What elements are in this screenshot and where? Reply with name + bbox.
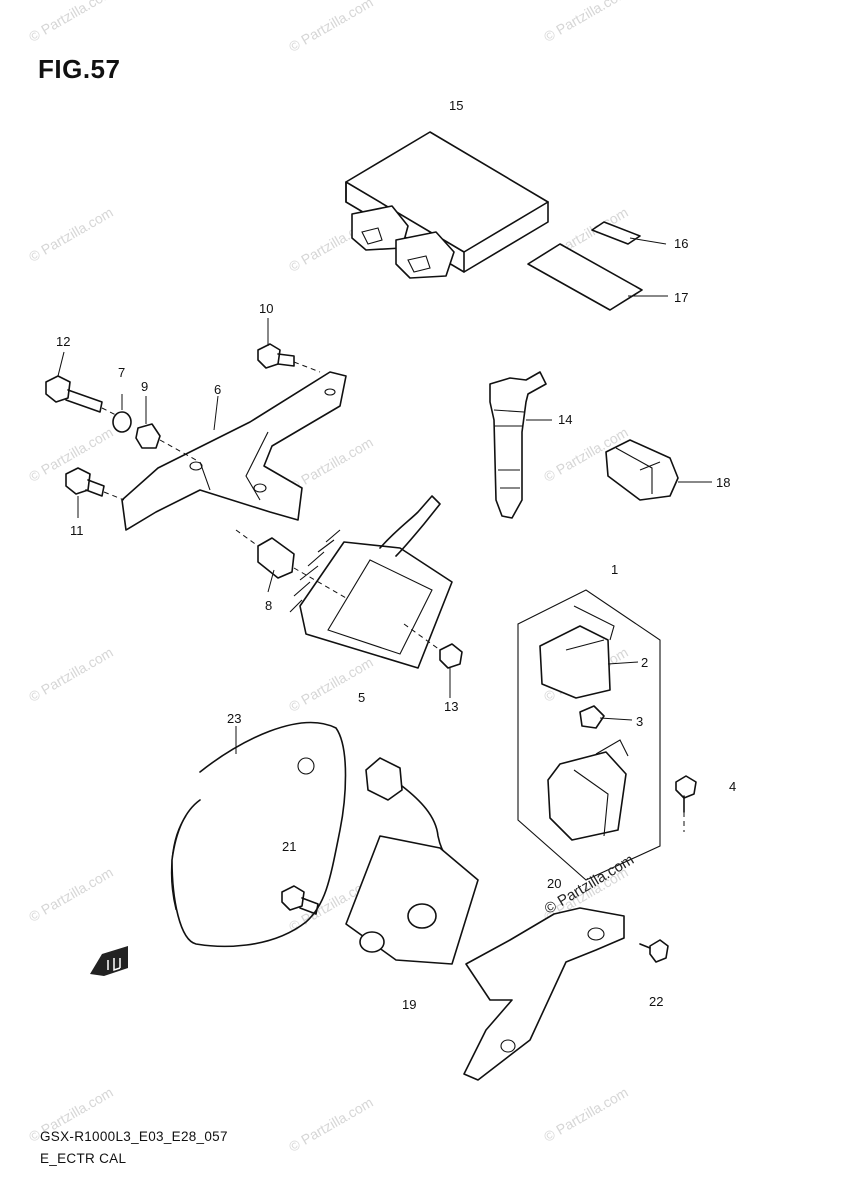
part-connector-harness[interactable] (365, 757, 467, 871)
callout-17: 17 (674, 290, 689, 305)
part-ecm-unit[interactable] (345, 131, 549, 279)
part-bolt-22[interactable] (639, 939, 669, 963)
part-bolt-12[interactable] (45, 375, 123, 419)
callout-10: 10 (259, 301, 274, 316)
callout-13: 13 (444, 699, 459, 714)
callout-19: 19 (402, 997, 417, 1012)
callout-23: 23 (227, 711, 242, 726)
callout-16: 16 (674, 236, 689, 251)
part-sensor-19[interactable] (345, 835, 479, 965)
callout-5: 5 (358, 690, 366, 705)
callout-8: 8 (265, 598, 273, 613)
callout-4: 4 (729, 779, 737, 794)
callout-21: 21 (282, 839, 297, 854)
part-nut-13[interactable] (403, 623, 463, 669)
part-relay-cover-2[interactable] (539, 605, 615, 699)
part-washer-7[interactable] (112, 411, 132, 433)
part-connector-18[interactable] (605, 439, 679, 501)
part-bracket-20[interactable] (463, 907, 625, 1081)
callout-1: 1 (611, 562, 619, 577)
footer-model-code: GSX-R1000L3_E03_E28_057 (40, 1129, 228, 1144)
callout-11: 11 (70, 523, 84, 538)
callout-15: 15 (449, 98, 464, 113)
part-regulator[interactable] (289, 495, 453, 669)
part-collar-9[interactable] (135, 423, 197, 461)
callout-2: 2 (641, 655, 649, 670)
callout-18: 18 (716, 475, 731, 490)
part-label-small[interactable] (591, 221, 641, 245)
callout-14: 14 (558, 412, 573, 427)
callout-22: 22 (649, 994, 664, 1009)
callout-6: 6 (214, 382, 222, 397)
part-spacer-8[interactable] (235, 529, 347, 599)
part-relay-group[interactable] (517, 589, 661, 881)
part-bracket[interactable] (121, 371, 347, 531)
figure-title: FIG.57 (38, 54, 121, 84)
part-cushion-pad[interactable] (527, 243, 643, 311)
callout-7: 7 (118, 365, 126, 380)
callout-3: 3 (636, 714, 644, 729)
part-ignition-coil[interactable] (489, 371, 547, 519)
footer-section: E_ECTR CAL (40, 1151, 127, 1166)
part-fuse-3[interactable] (579, 705, 605, 729)
callout-9: 9 (141, 379, 149, 394)
callout-20: 20 (547, 876, 562, 891)
leader-lines (57, 237, 712, 754)
front-direction-arrow-icon (90, 946, 128, 976)
callout-12: 12 (56, 334, 71, 349)
part-relay-body[interactable] (547, 739, 629, 841)
part-bolt-10[interactable] (257, 343, 321, 373)
part-bolt-21[interactable] (281, 885, 319, 915)
part-screw-4[interactable] (675, 775, 697, 832)
part-bolt-11[interactable] (65, 467, 125, 501)
part-lower-cover[interactable] (170, 721, 347, 948)
